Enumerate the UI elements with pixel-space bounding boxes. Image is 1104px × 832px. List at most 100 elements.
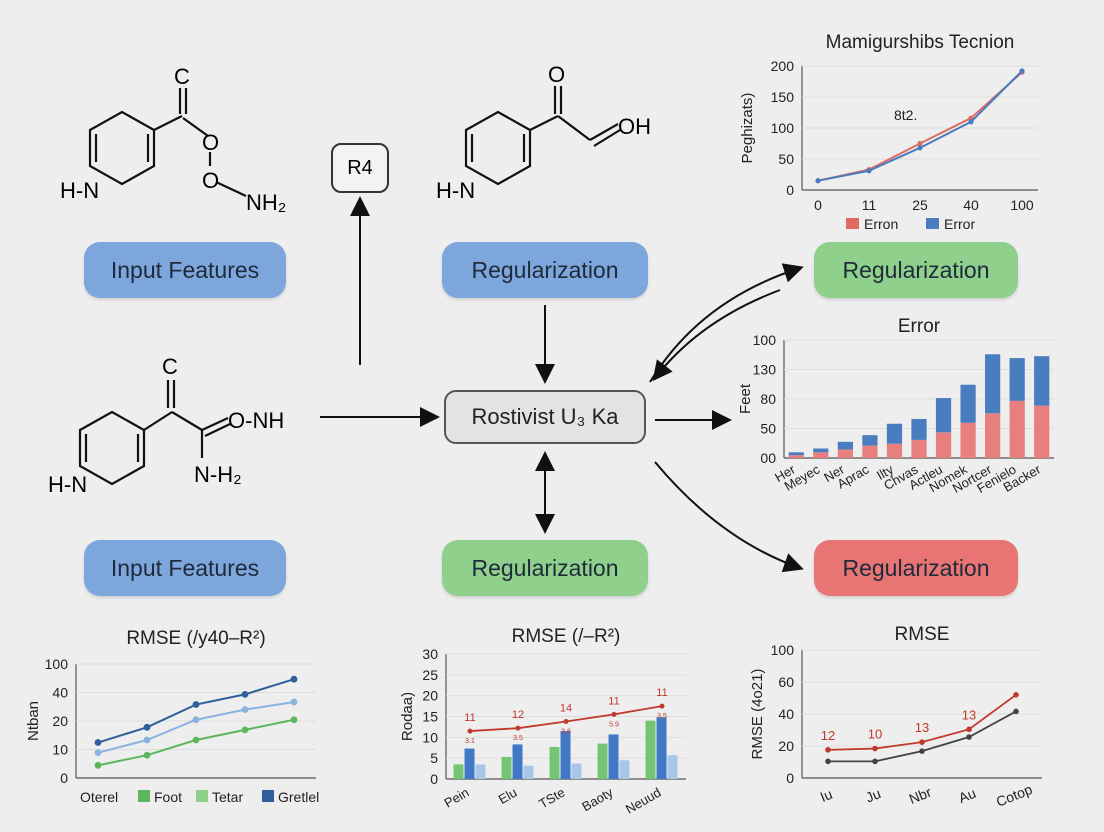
x-tick-label: Elu xyxy=(496,785,520,807)
y-tick-label: 100 xyxy=(45,656,69,672)
data-sublabel: 3.6 xyxy=(561,729,571,736)
y-tick-label: 20 xyxy=(778,738,794,754)
y-tick-label: 200 xyxy=(771,58,795,74)
bar-segment xyxy=(960,384,976,423)
bar xyxy=(667,755,678,779)
bar-segment xyxy=(837,449,853,458)
bar-segment xyxy=(886,423,903,444)
y-tick-label: 50 xyxy=(778,151,794,167)
bar-segment xyxy=(911,418,927,440)
y-tick-label: 0 xyxy=(430,771,438,787)
data-label: 14 xyxy=(560,703,572,715)
bar-segment xyxy=(911,439,927,458)
y-tick-label: 60 xyxy=(778,674,794,690)
data-point xyxy=(966,726,972,733)
series-line xyxy=(817,70,1023,182)
y-tick-label: 100 xyxy=(753,332,777,348)
data-point xyxy=(241,706,249,713)
m3-top-atom: C xyxy=(162,354,178,379)
x-tick-label: 25 xyxy=(912,197,928,213)
series-line xyxy=(817,71,1023,182)
data-point xyxy=(192,701,200,708)
series-line xyxy=(97,701,295,754)
bar xyxy=(571,763,582,779)
regularization-box-right-bottom: Regularization xyxy=(814,540,1018,596)
legend-swatch xyxy=(262,790,274,802)
bar xyxy=(549,746,560,779)
data-point xyxy=(290,716,298,724)
data-point xyxy=(872,745,878,752)
m1-ring-label: H-N xyxy=(60,178,99,203)
legend-label: Tetar xyxy=(212,789,243,805)
x-tick-label: 100 xyxy=(1010,197,1034,213)
bar-segment xyxy=(1009,358,1025,401)
data-point xyxy=(1019,68,1025,74)
data-sublabel: 3.1 xyxy=(465,738,475,745)
trend-point xyxy=(515,725,521,731)
data-point xyxy=(290,698,298,706)
m1-nh2: NH₂ xyxy=(246,190,286,215)
bar xyxy=(475,764,486,779)
legend-label: Gretlel xyxy=(278,789,319,805)
input-features-box-2: Input Features xyxy=(84,540,286,596)
y-tick-label: 80 xyxy=(760,391,776,407)
legend-label: Oterel xyxy=(80,789,118,805)
y-tick-label: 40 xyxy=(778,706,794,722)
m3-ring-label: H-N xyxy=(48,472,87,497)
data-point xyxy=(94,739,102,746)
x-tick-label: Neuud xyxy=(623,785,664,817)
data-point xyxy=(94,761,102,769)
y-tick-label: 0 xyxy=(60,770,68,786)
m2-ring-label: H-N xyxy=(436,178,475,203)
data-point xyxy=(1013,692,1019,698)
data-point xyxy=(919,739,925,745)
bar-segment xyxy=(1009,400,1025,458)
regularization-box-right-top: Regularization xyxy=(814,242,1018,298)
bar xyxy=(608,734,619,779)
data-label: 13 xyxy=(915,720,929,735)
data-point xyxy=(872,758,878,765)
bar-segment xyxy=(985,354,1001,414)
arrow-curve-to-reg-right-bottom xyxy=(654,461,804,573)
y-tick-label: 20 xyxy=(422,688,438,704)
trend-point xyxy=(563,719,569,724)
bar-segment xyxy=(788,452,804,456)
data-label: 12 xyxy=(821,728,835,743)
m3-oh: O-NH xyxy=(228,408,284,433)
m2-top-atom: O xyxy=(548,62,565,87)
data-point xyxy=(919,748,925,754)
x-tick-label: Pein xyxy=(441,785,471,811)
y-tick-label: 0 xyxy=(786,770,794,786)
y-tick-label: 0 xyxy=(786,182,794,198)
chart-title: RMSE xyxy=(895,624,950,645)
y-axis-label: Rodaa) xyxy=(399,692,416,741)
data-point xyxy=(917,140,923,147)
bar-segment xyxy=(935,398,952,433)
data-label: 11 xyxy=(656,687,667,699)
bar-segment xyxy=(886,443,903,458)
bar xyxy=(645,720,656,779)
data-label: 10 xyxy=(868,727,882,742)
y-tick-label: 30 xyxy=(422,646,438,662)
data-point xyxy=(1013,708,1019,715)
m3-nh2: N-H₂ xyxy=(194,462,242,487)
m1-o2: O xyxy=(202,168,219,193)
bar xyxy=(453,764,464,779)
y-tick-label: 150 xyxy=(771,89,795,105)
y-tick-label: 25 xyxy=(422,667,438,683)
data-sublabel: 5.9 xyxy=(609,721,619,728)
legend-label: Foot xyxy=(154,789,182,805)
data-point xyxy=(94,749,102,757)
chart-title: Error xyxy=(898,316,941,337)
y-axis-label: Ntban xyxy=(25,701,42,741)
data-point xyxy=(143,723,151,731)
m1-top-atom: C xyxy=(174,64,190,89)
bar-segment xyxy=(1034,356,1050,406)
bar xyxy=(619,760,630,779)
center-node: Rostivist U₃ Ka xyxy=(444,390,646,444)
bar xyxy=(512,744,523,779)
y-axis-label: Peghizats) xyxy=(739,93,756,164)
series-line xyxy=(97,678,295,744)
